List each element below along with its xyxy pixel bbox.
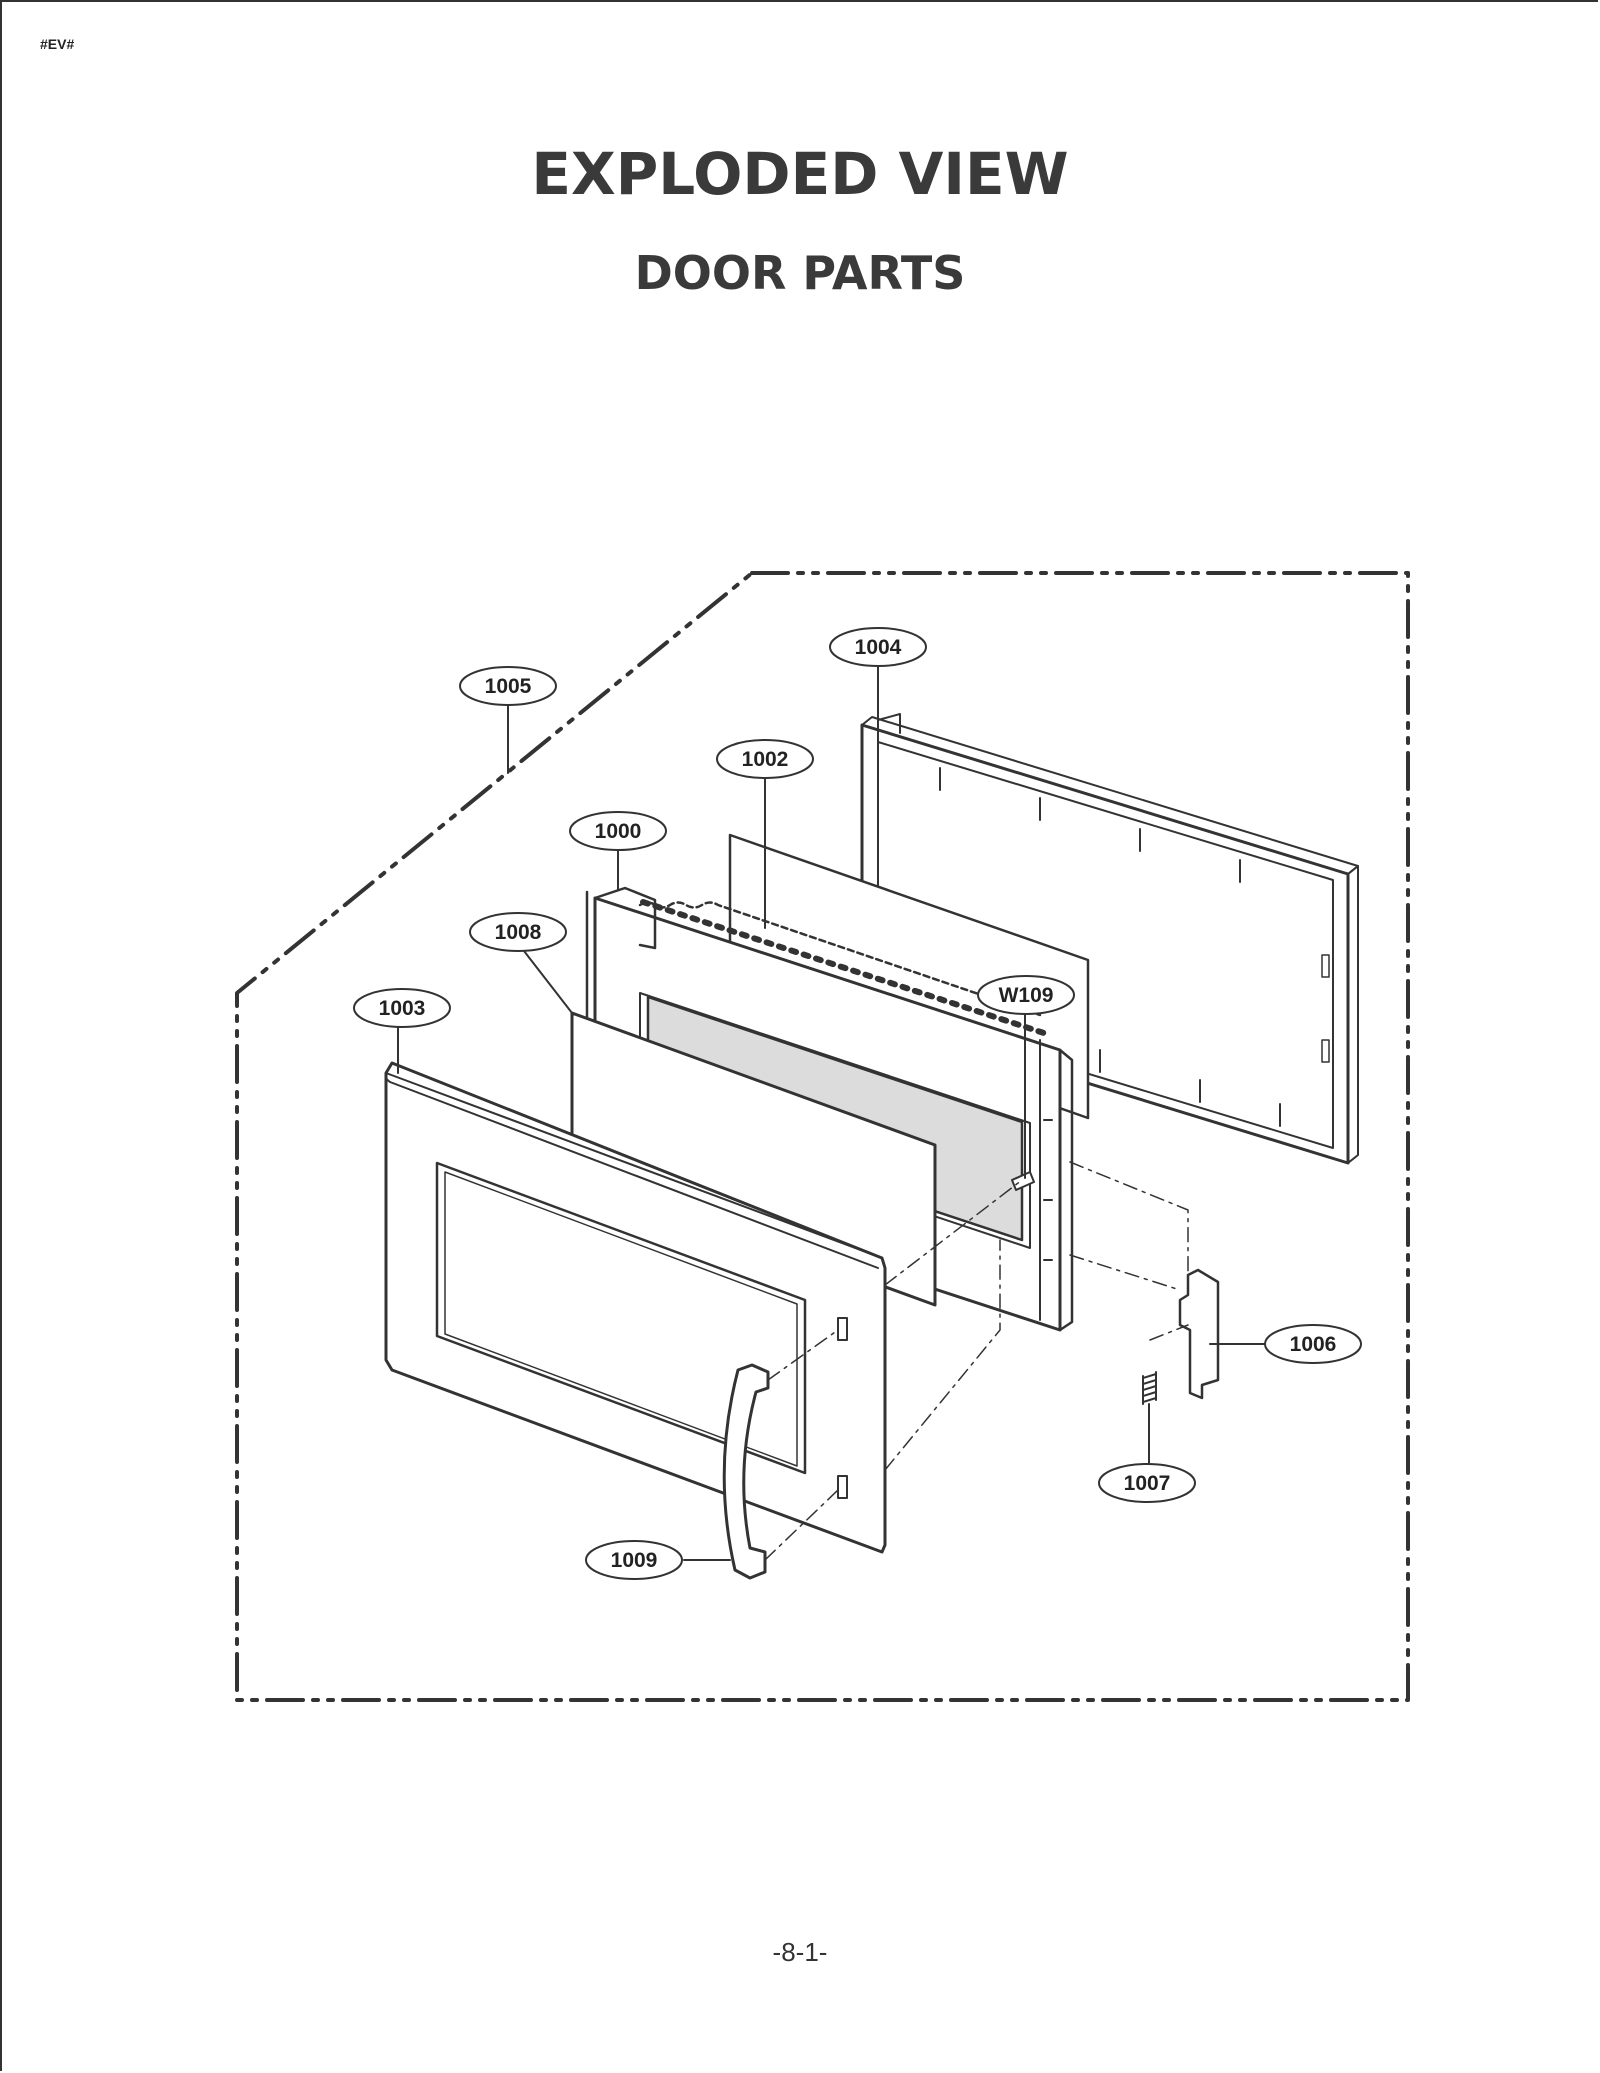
callout-label-1008: 1008 [495, 921, 542, 944]
callout-1002: 1002 [716, 739, 814, 779]
callout-1006: 1006 [1264, 1324, 1362, 1364]
assembly-boundary [235, 571, 1410, 1702]
part-1007-spring [1142, 1371, 1157, 1405]
callout-w109: W109 [977, 975, 1075, 1015]
callout-1005: 1005 [459, 666, 557, 706]
callout-1000: 1000 [569, 811, 667, 851]
part-1009-handle [722, 1363, 770, 1580]
assembly-guide-lines [764, 1161, 1189, 1561]
callout-1007: 1007 [1098, 1463, 1196, 1503]
page-subtitle: DOOR PARTS [634, 246, 966, 300]
callout-label-1003: 1003 [379, 997, 426, 1020]
callout-label-w109: W109 [999, 984, 1054, 1007]
callout-label-1002: 1002 [742, 748, 789, 771]
callout-label-1009: 1009 [611, 1549, 658, 1572]
callout-label-1005: 1005 [485, 675, 532, 698]
callout-label-1007: 1007 [1124, 1472, 1171, 1495]
callout-1008: 1008 [469, 912, 567, 952]
part-1008-inner-panel [570, 1011, 937, 1307]
callout-label-1004: 1004 [855, 636, 902, 659]
callout-1009: 1009 [585, 1540, 683, 1580]
page-title: EXPLODED VIEW [531, 140, 1069, 208]
leader-lines [397, 666, 1269, 1561]
callout-label-1000: 1000 [595, 820, 642, 843]
part-1006-latch [1178, 1268, 1220, 1400]
header-code: #EV# [40, 36, 75, 52]
callout-1004: 1004 [829, 627, 927, 667]
callout-label-1006: 1006 [1290, 1333, 1337, 1356]
callout-1003: 1003 [353, 988, 451, 1028]
part-1003-door-outer [384, 1061, 887, 1554]
page-number: -8-1- [772, 1937, 828, 1967]
